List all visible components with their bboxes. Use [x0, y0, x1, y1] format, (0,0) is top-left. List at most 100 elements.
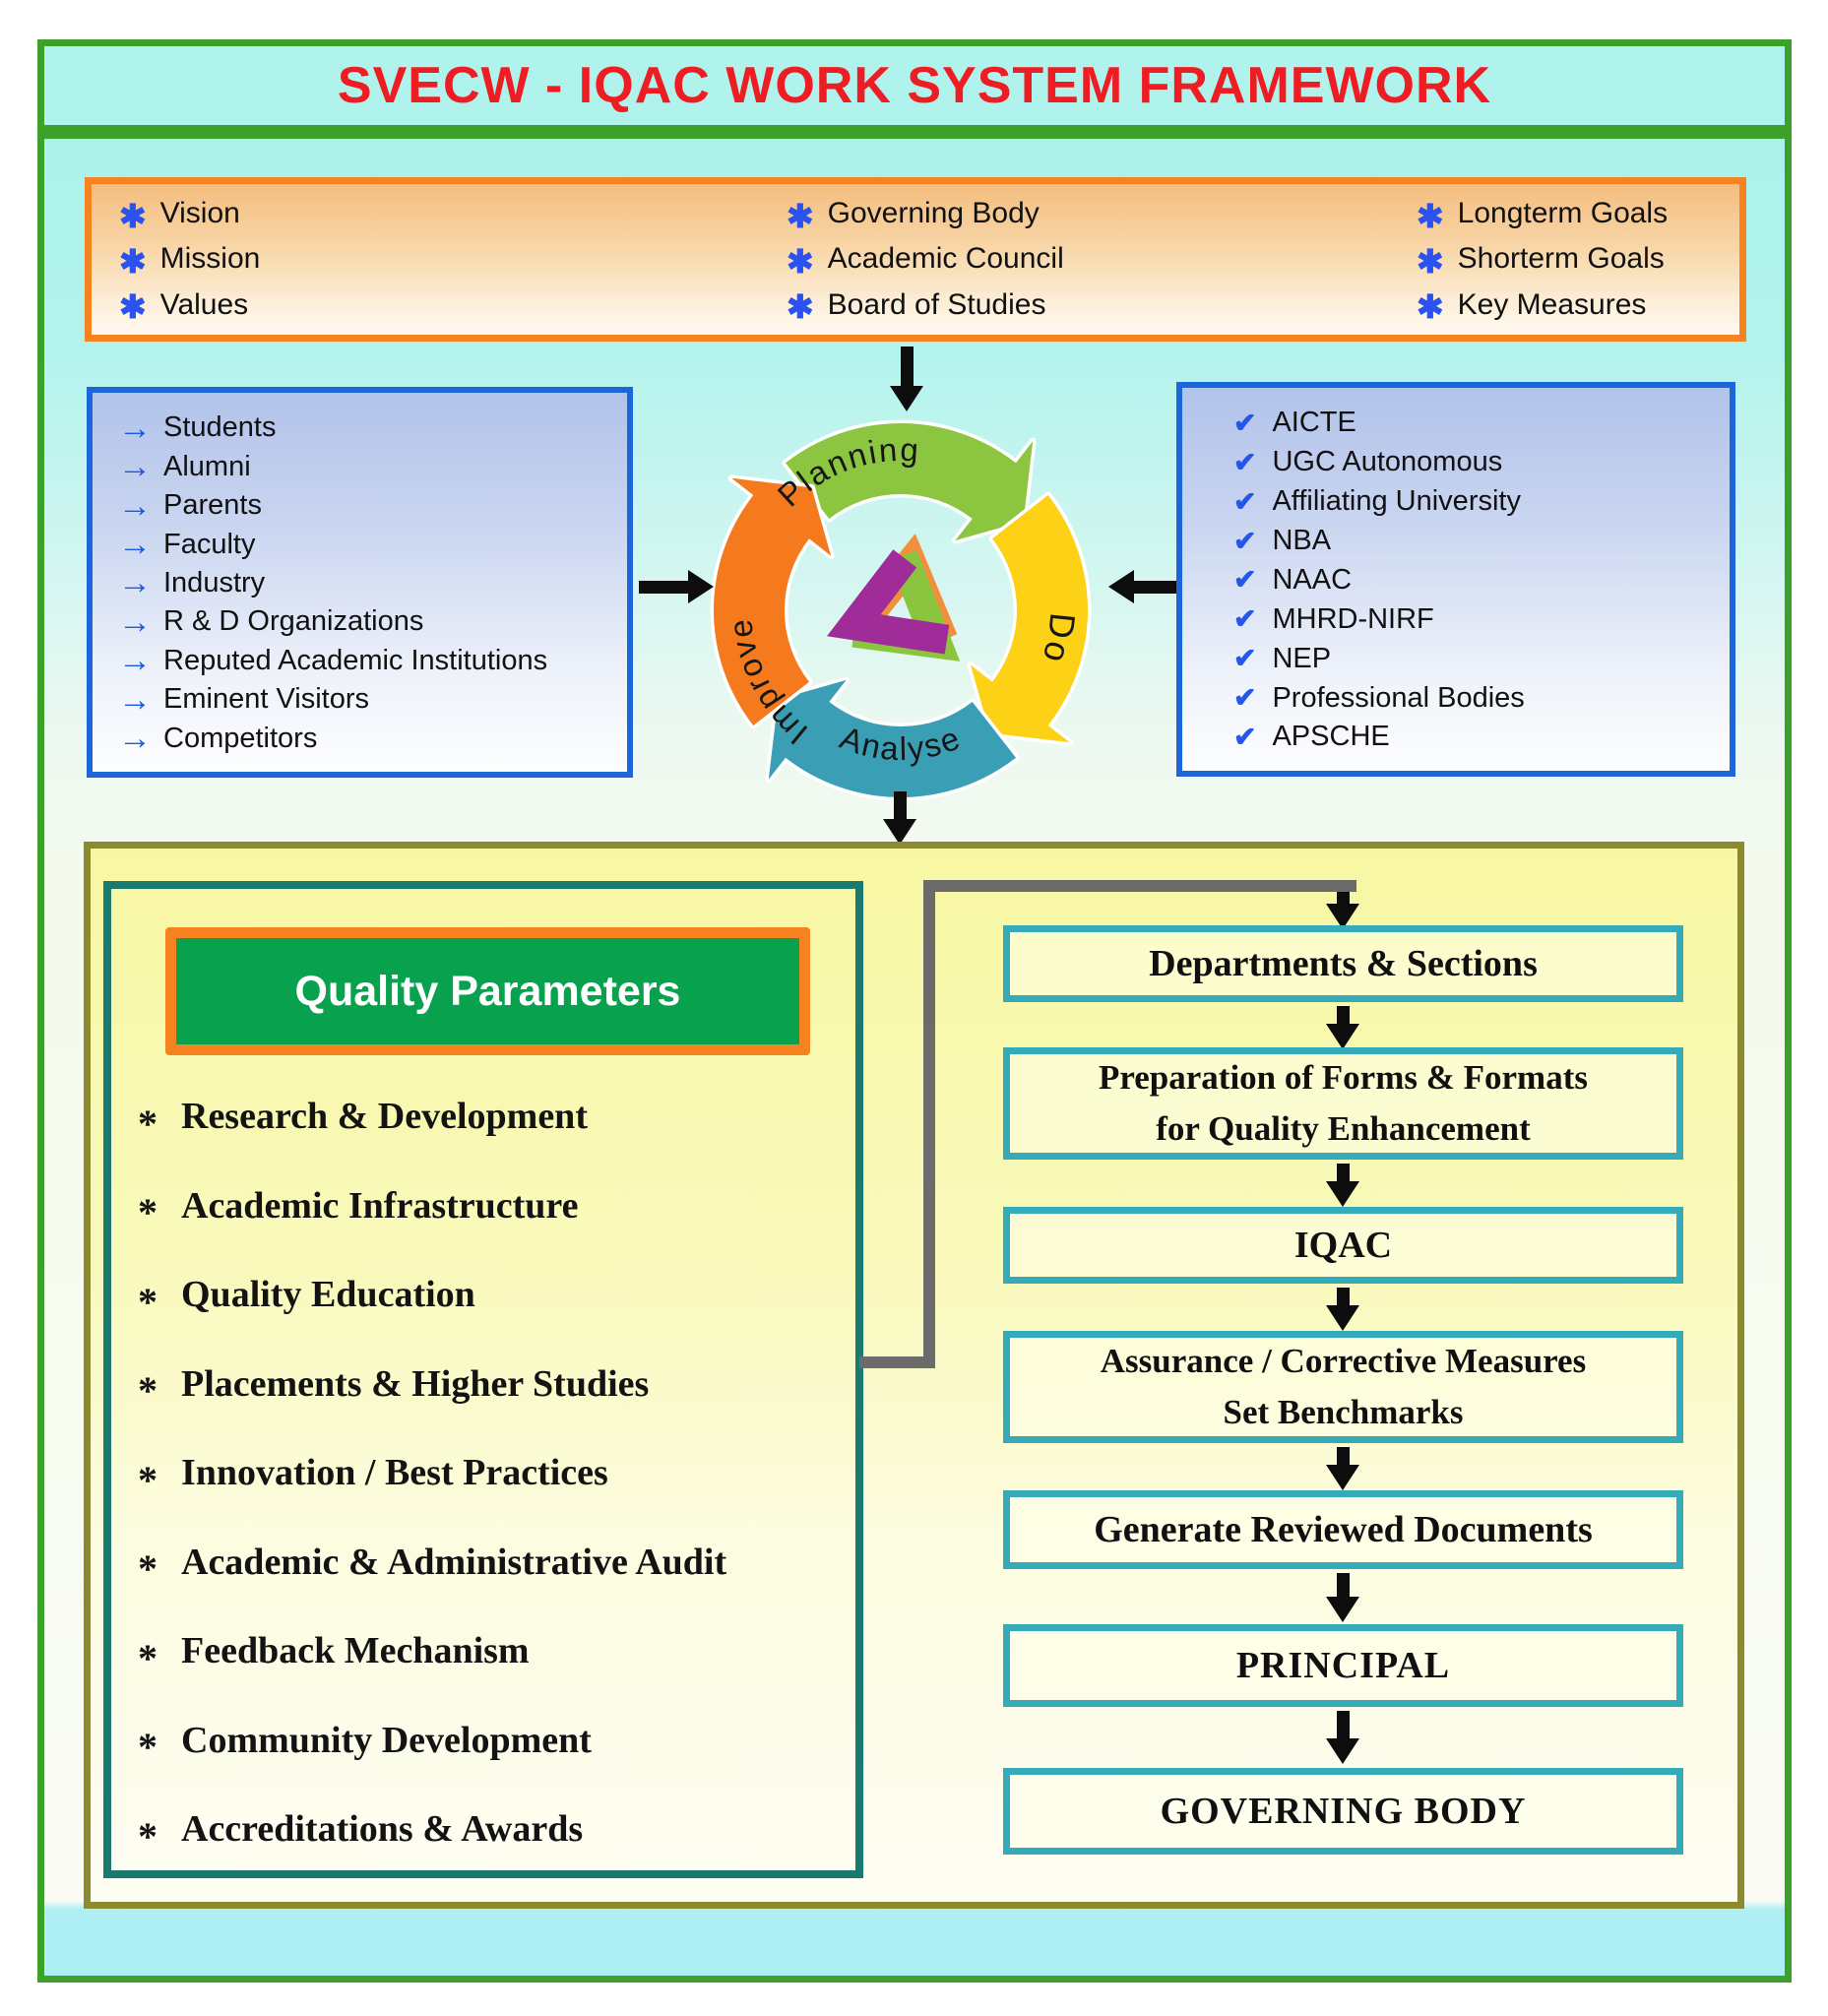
list-item: →Students: [118, 411, 617, 445]
list-item-label: Accreditations & Awards: [181, 1808, 584, 1850]
list-item-label: Vision: [159, 197, 240, 230]
list-item: → Industry: [118, 566, 617, 599]
arrow-right-into-cycle-stem: [1134, 581, 1176, 594]
arrow-icon: →: [118, 486, 152, 525]
star-icon: *: [138, 1457, 158, 1502]
arrow-icon: →: [118, 526, 152, 564]
arrow-icon: →: [118, 680, 152, 719]
check-icon: ✔: [1233, 603, 1257, 635]
flow-arrow-3-head: [1326, 1305, 1359, 1331]
asterisk-icon: ✱: [119, 242, 147, 280]
arrow-icon: →: [118, 409, 152, 447]
star-icon: *: [138, 1368, 158, 1413]
list-item-label: Longterm Goals: [1457, 197, 1669, 230]
quality-parameters-panel: [103, 881, 863, 1878]
flow-arrow-5-stem: [1337, 1573, 1350, 1597]
list-item: ✱Shorterm Goals: [1417, 242, 1741, 278]
list-item-label: Competitors: [163, 722, 318, 754]
improve-arrow: [710, 474, 835, 729]
list-item-label: Academic & Administrative Audit: [181, 1541, 727, 1583]
flow-arrow-1-stem: [1337, 1006, 1350, 1024]
list-item-label: NBA: [1272, 525, 1332, 557]
check-icon: ✔: [1233, 407, 1257, 438]
list-item-label: APSCHE: [1272, 721, 1390, 753]
analyse-arrow: [765, 676, 1020, 801]
flow-step-label: Generate Reviewed Documents: [1094, 1509, 1593, 1550]
list-item-label: R & D Organizations: [163, 605, 424, 638]
flow-step-label: IQAC: [1293, 1225, 1393, 1266]
star-icon: *: [138, 1190, 158, 1234]
vision-column: ✱Vision ✱Mission ✱Values: [119, 191, 533, 328]
asterisk-icon: ✱: [119, 288, 147, 326]
list-item: → Competitors: [118, 722, 617, 755]
arrow-top-into-cycle-head: [890, 386, 923, 411]
flow-arrow-2-stem: [1337, 1164, 1350, 1181]
list-item-label: AICTE: [1272, 407, 1356, 439]
list-item-label: NAAC: [1272, 563, 1353, 596]
list-item: ✱Academic Council: [787, 242, 1259, 278]
flow-arrow-4-head: [1326, 1465, 1359, 1490]
quality-parameters-header: Quality Parameters: [165, 927, 810, 1055]
list-item-label: Alumni: [163, 450, 251, 482]
flow-step-label: Assurance / Corrective Measures: [1100, 1341, 1587, 1380]
list-item: ✔ AICTE: [1233, 409, 1720, 437]
flow-arrow-6-head: [1326, 1738, 1359, 1764]
arrow-icon: →: [118, 720, 152, 758]
list-item: ✱ Key Measures: [1417, 287, 1741, 326]
star-icon: *: [138, 1635, 158, 1680]
list-item-label: UGC Autonomous: [1272, 446, 1503, 478]
list-item: ✔NEP: [1233, 642, 1720, 674]
list-item-label: Affiliating University: [1272, 485, 1521, 518]
quality-parameters-title: Quality Parameters: [294, 967, 681, 1015]
list-item: ✔MHRD-NIRF: [1233, 603, 1720, 635]
list-item: ✱Board of Studies: [787, 287, 1259, 324]
check-icon: ✔: [1233, 721, 1257, 752]
check-icon: ✔: [1233, 446, 1257, 477]
star-icon: *: [138, 1813, 158, 1858]
flow-arrow-5-head: [1326, 1597, 1359, 1622]
goals-column: ✱Longterm Goals ✱Shorterm Goals ✱ Key Mea…: [1417, 191, 1741, 328]
list-item-label: Industry: [163, 566, 266, 598]
list-item-label: Eminent Visitors: [163, 683, 369, 716]
list-item: ✔NAAC: [1233, 563, 1720, 596]
star-icon: *: [138, 1101, 158, 1146]
list-item-label: Board of Studies: [827, 287, 1046, 321]
flow-arrow-3-stem: [1337, 1288, 1350, 1305]
title-bar: SVECW - IQAC WORK SYSTEM FRAMEWORK: [37, 39, 1792, 132]
list-item: ✔ Affiliating University: [1233, 487, 1720, 516]
list-item-label: Mission: [159, 242, 261, 276]
list-item: *Quality Education: [138, 1253, 847, 1336]
list-item: * Innovation / Best Practices: [138, 1431, 847, 1514]
list-item-label: Research & Development: [181, 1096, 588, 1137]
list-item: ✔ APSCHE: [1233, 723, 1720, 751]
list-item: * Accreditations & Awards: [138, 1788, 847, 1870]
list-item-label: Academic Council: [827, 242, 1064, 276]
check-icon: ✔: [1233, 485, 1257, 517]
logo-chevron-purple: [827, 549, 950, 655]
cycle-label-do: Do: [1035, 611, 1081, 669]
flow-arrow-6-stem: [1337, 1711, 1350, 1738]
list-item-label: Key Measures: [1457, 287, 1647, 321]
regulators-panel: ✔ AICTE ✔ UGC Autonomous ✔ Affiliating Univ…: [1176, 382, 1735, 777]
flow-step-generate-documents: Generate Reviewed Documents: [1003, 1490, 1683, 1569]
connector-arrow-head: [1326, 904, 1359, 929]
list-item: →R & D Organizations: [118, 605, 617, 639]
do-arrow: [967, 491, 1092, 746]
connector-arrow-stem: [1337, 892, 1350, 904]
cycle-logo: [827, 533, 961, 662]
list-item-label: NEP: [1272, 642, 1332, 674]
arrow-icon: →: [118, 564, 152, 602]
list-item: ✱ Mission: [119, 242, 533, 280]
flow-arrow-1-head: [1326, 1024, 1359, 1049]
list-item: ✱Vision: [119, 197, 533, 232]
list-item-label: Reputed Academic Institutions: [163, 644, 548, 676]
check-icon: ✔: [1233, 682, 1257, 714]
list-item-label: Professional Bodies: [1272, 681, 1525, 714]
star-icon: *: [138, 1725, 158, 1769]
list-item: ✔ Professional Bodies: [1233, 681, 1720, 714]
list-item: *Community Development: [138, 1699, 847, 1782]
list-item-label: Innovation / Best Practices: [181, 1452, 608, 1493]
asterisk-icon: ✱: [1417, 288, 1444, 326]
list-item: ✱Longterm Goals: [1417, 197, 1741, 232]
